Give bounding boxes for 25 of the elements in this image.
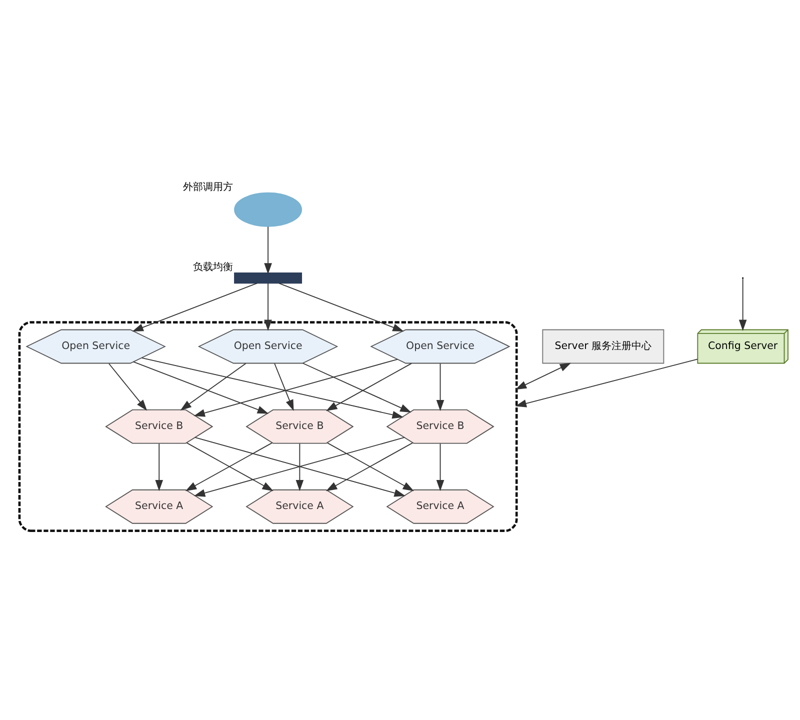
arrow: [108, 363, 148, 411]
node-label: 负载均衡: [193, 260, 234, 273]
arrow: [436, 443, 444, 492]
arrow: [264, 282, 272, 331]
arrow: [326, 362, 412, 411]
arrow: [132, 361, 269, 414]
arrow: [302, 362, 412, 412]
arrow: [278, 282, 404, 332]
node-box: [234, 272, 302, 284]
arrow: [515, 358, 698, 408]
arrow: [436, 363, 444, 412]
arrow: [296, 443, 304, 492]
node-label: 外部调用方: [182, 180, 233, 193]
arrow: [738, 278, 747, 331]
arrow: [194, 358, 398, 417]
arrow: [264, 226, 272, 274]
arrow: [132, 282, 258, 332]
node-cloud: [234, 192, 302, 227]
arrow: [274, 363, 294, 412]
arrow: [515, 362, 572, 390]
arrow: [155, 443, 164, 492]
arrow: [180, 362, 246, 410]
cluster: [18, 321, 518, 532]
node-box: Server 服务注册中心: [542, 329, 664, 364]
arrow: [141, 357, 404, 419]
